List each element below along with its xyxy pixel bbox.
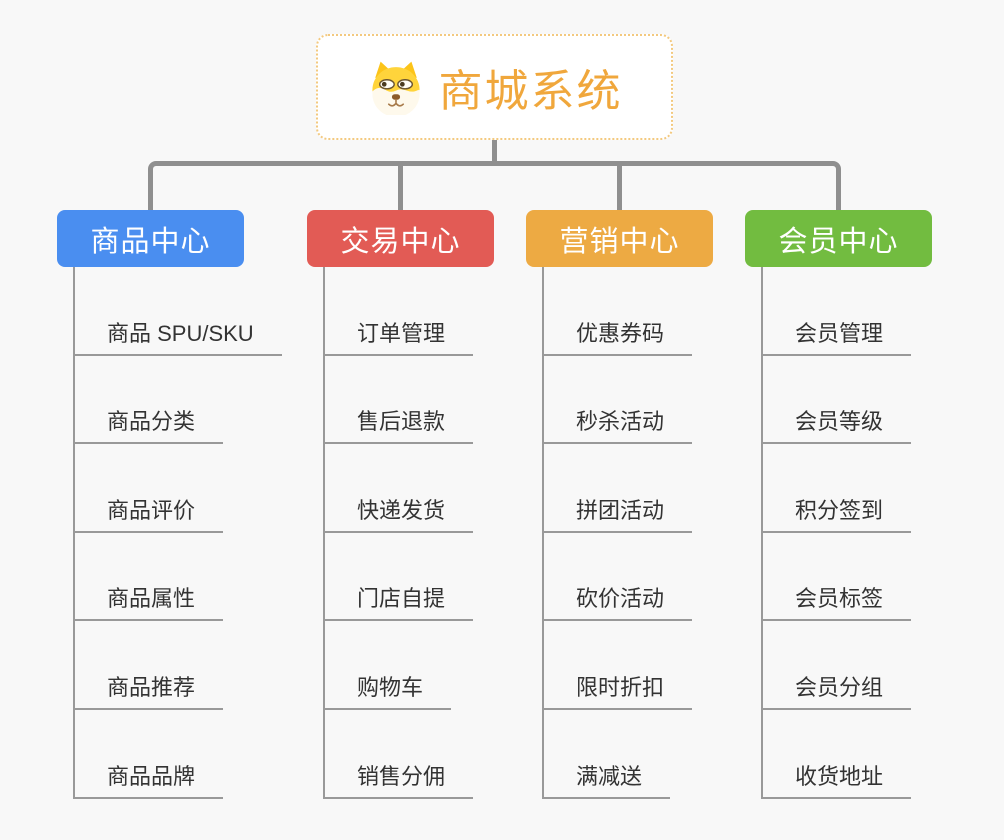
leaf-list: 优惠券码 秒杀活动 拼团活动 砍价活动 限时折扣 满减送 — [543, 267, 693, 799]
branch-drop-line — [761, 267, 763, 799]
branch-drop-line — [73, 267, 75, 799]
leaf-node-store-pickup[interactable]: 门店自提 — [324, 533, 474, 622]
branch-column-trade: 交易中心 订单管理 售后退款 快递发货 门店自提 购物车 销售分佣 — [307, 210, 494, 799]
branch-label: 交易中心 — [340, 225, 461, 258]
leaf-node-member-level[interactable]: 会员等级 — [762, 356, 912, 445]
dog-face-icon — [371, 61, 420, 115]
branch-node-trade[interactable]: 交易中心 — [307, 210, 494, 267]
leaf-node-order-management[interactable]: 订单管理 — [324, 267, 474, 356]
leaf-node-product-category[interactable]: 商品分类 — [74, 356, 282, 445]
leaf-node-product-recommend[interactable]: 商品推荐 — [74, 621, 282, 710]
leaf-list: 会员管理 会员等级 积分签到 会员标签 会员分组 收货地址 — [762, 267, 912, 799]
branch-column-member: 会员中心 会员管理 会员等级 积分签到 会员标签 会员分组 收货地址 — [745, 210, 932, 799]
branch-column-marketing: 营销中心 优惠券码 秒杀活动 拼团活动 砍价活动 限时折扣 满减送 — [526, 210, 713, 799]
branch-drop-line — [323, 267, 325, 799]
leaf-node-after-sale-refund[interactable]: 售后退款 — [324, 356, 474, 445]
branch-label: 会员中心 — [778, 225, 899, 258]
connector-root-stub — [492, 139, 497, 164]
leaf-node-sales-commission[interactable]: 销售分佣 — [324, 710, 474, 799]
leaf-node-group-buy[interactable]: 拼团活动 — [543, 444, 693, 533]
branch-drop-line — [542, 267, 544, 799]
leaf-node-flash-sale[interactable]: 秒杀活动 — [543, 356, 693, 445]
leaf-node-limited-time-discount[interactable]: 限时折扣 — [543, 621, 693, 710]
leaf-node-member-tag[interactable]: 会员标签 — [762, 533, 912, 622]
leaf-node-product-brand[interactable]: 商品品牌 — [74, 710, 282, 799]
leaf-list: 订单管理 售后退款 快递发货 门店自提 购物车 销售分佣 — [324, 267, 474, 799]
branch-column-product: 商品中心 商品 SPU/SKU 商品分类 商品评价 商品属性 商品推荐 商品品牌 — [57, 210, 282, 799]
leaf-node-coupon-code[interactable]: 优惠券码 — [543, 267, 693, 356]
leaf-node-full-reduction[interactable]: 满减送 — [543, 710, 692, 799]
branch-node-member[interactable]: 会员中心 — [745, 210, 932, 267]
connector-bus — [148, 161, 841, 210]
leaf-list: 商品 SPU/SKU 商品分类 商品评价 商品属性 商品推荐 商品品牌 — [74, 267, 282, 799]
root-node[interactable]: 商城系统 — [316, 34, 673, 140]
leaf-node-product-attribute[interactable]: 商品属性 — [74, 533, 282, 622]
branch-label: 商品中心 — [90, 225, 211, 258]
leaf-node-member-group[interactable]: 会员分组 — [762, 621, 912, 710]
leaf-node-product-spu-sku[interactable]: 商品 SPU/SKU — [74, 267, 282, 356]
leaf-node-points-checkin[interactable]: 积分签到 — [762, 444, 912, 533]
leaf-node-shopping-cart[interactable]: 购物车 — [324, 621, 473, 710]
leaf-node-member-management[interactable]: 会员管理 — [762, 267, 912, 356]
branch-node-product[interactable]: 商品中心 — [57, 210, 244, 267]
leaf-node-product-review[interactable]: 商品评价 — [74, 444, 282, 533]
branch-label: 营销中心 — [559, 225, 680, 258]
leaf-node-shipping-address[interactable]: 收货地址 — [762, 710, 912, 799]
root-title: 商城系统 — [438, 67, 623, 116]
branch-node-marketing[interactable]: 营销中心 — [526, 210, 713, 267]
connector-stub-trade — [398, 163, 403, 210]
leaf-node-express-delivery[interactable]: 快递发货 — [324, 444, 474, 533]
leaf-node-bargain-activity[interactable]: 砍价活动 — [543, 533, 693, 622]
connector-stub-marketing — [617, 163, 622, 210]
